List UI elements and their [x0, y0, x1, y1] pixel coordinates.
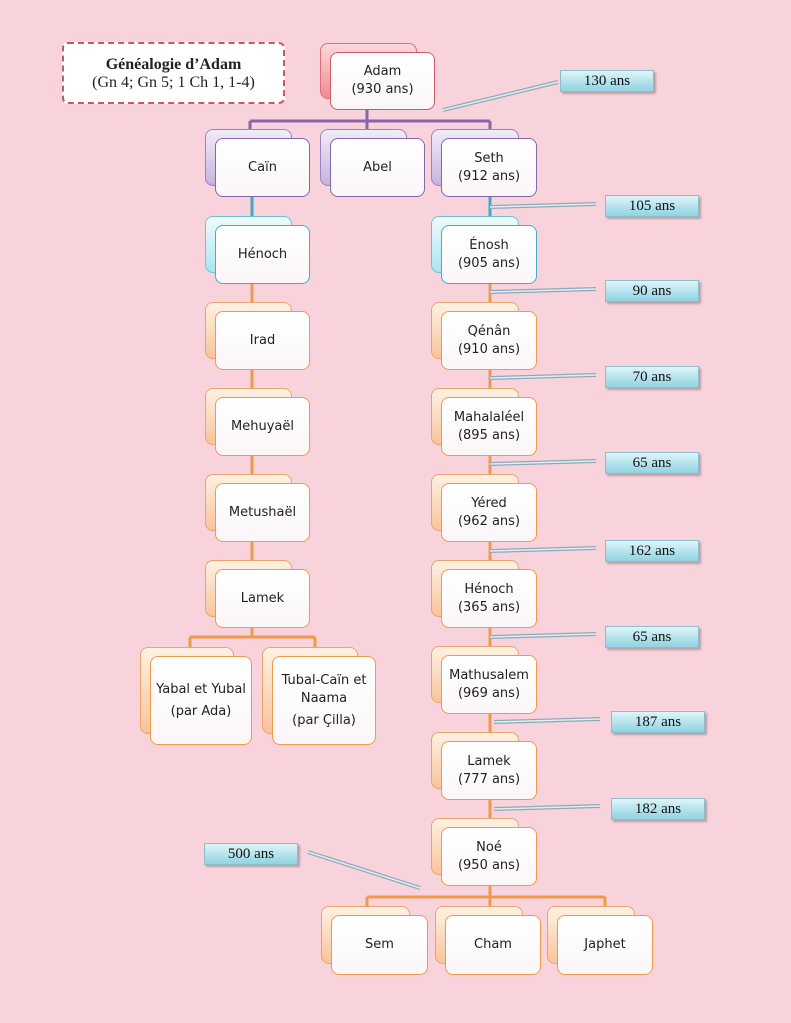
node-card: Lamek (777 ans): [441, 741, 537, 800]
node-card: Hénoch (365 ans): [441, 569, 537, 628]
node-card: Irad: [215, 311, 310, 370]
age-pointer-line: [489, 203, 597, 208]
person-detail: (910 ans): [457, 341, 521, 357]
node-card: Mahalaléel (895 ans): [441, 397, 537, 456]
node-card: Yéred (962 ans): [441, 483, 537, 542]
age-pointer-line: [442, 81, 559, 111]
age-label-a105: 105 ans: [605, 195, 699, 217]
node-card: Énosh (905 ans): [441, 225, 537, 284]
person-name: Mahalaléel: [453, 409, 525, 425]
age-pointer-line: [489, 460, 597, 465]
person-detail: (950 ans): [457, 857, 521, 873]
age-label-a130: 130 ans: [560, 70, 654, 92]
person-name: Noé: [476, 839, 502, 855]
person-name: Qénân: [467, 323, 511, 339]
node-card: Noé (950 ans): [441, 827, 537, 886]
person-detail: (905 ans): [457, 255, 521, 271]
person-name: Lamek: [240, 590, 285, 606]
node-card: Qénân (910 ans): [441, 311, 537, 370]
node-card: Abel: [330, 138, 425, 197]
age-label-a162: 162 ans: [605, 540, 699, 562]
person-name: Mehuyaël: [231, 418, 294, 434]
person-name: Mathusalem: [449, 667, 529, 683]
age-pointer-line: [489, 288, 597, 293]
node-card: Mehuyaël: [215, 397, 310, 456]
age-label-a187: 187 ans: [611, 711, 705, 733]
person-name: Abel: [363, 159, 392, 175]
node-card: Mathusalem (969 ans): [441, 655, 537, 714]
node-card: Hénoch: [215, 225, 310, 284]
person-detail: (962 ans): [457, 513, 521, 529]
person-name: Yéred: [471, 495, 507, 511]
age-pointer-line: [493, 718, 601, 723]
person-name: Hénoch: [464, 581, 514, 597]
person-name: Irad: [249, 332, 276, 348]
node-card: Caïn: [215, 138, 310, 197]
person-name: Énosh: [469, 237, 509, 253]
node-card: Metushaël: [215, 483, 310, 542]
person-name: Lamek: [467, 753, 511, 769]
age-pointer-line: [493, 805, 601, 810]
person-name: Japhet: [584, 937, 626, 952]
title-heading: Généalogie d’Adam: [105, 56, 242, 73]
node-card: Sem: [331, 915, 428, 975]
node-card: Tubal-Caïn et Naama (par Çilla): [272, 656, 376, 745]
age-label-a90: 90 ans: [605, 280, 699, 302]
age-label-a182: 182 ans: [611, 798, 705, 820]
node-card: Cham: [445, 915, 541, 975]
node-card: Seth (912 ans): [441, 138, 537, 197]
age-pointer-line: [307, 851, 421, 889]
age-pointer-line: [489, 547, 597, 552]
age-label-a500: 500 ans: [204, 843, 298, 865]
node-card: Adam (930 ans): [330, 52, 435, 110]
title-references: (Gn 4; Gn 5; 1 Ch 1, 1-4): [92, 74, 255, 91]
age-label-a65a: 65 ans: [605, 452, 699, 474]
person-name: Hénoch: [237, 246, 288, 262]
person-detail: (969 ans): [457, 685, 521, 701]
person-detail: (912 ans): [457, 168, 521, 184]
person-detail: (930 ans): [351, 82, 414, 97]
person-name: Adam: [363, 64, 402, 79]
node-card: Yabal et Yubal (par Ada): [150, 656, 252, 745]
age-pointer-line: [489, 374, 597, 379]
person-detail: (par Çilla): [292, 712, 356, 728]
person-name: Caïn: [248, 159, 277, 175]
person-name: Metushaël: [228, 504, 297, 520]
person-detail: (777 ans): [457, 771, 521, 787]
title-box: Généalogie d’Adam (Gn 4; Gn 5; 1 Ch 1, 1…: [62, 42, 285, 104]
person-name: Cham: [474, 937, 512, 952]
age-pointer-line: [489, 633, 597, 638]
person-detail: (365 ans): [457, 599, 521, 615]
person-name: Tubal-Caïn et Naama: [281, 672, 367, 706]
node-card: Japhet: [557, 915, 653, 975]
person-name: Seth: [474, 150, 504, 166]
age-label-a65b: 65 ans: [605, 626, 699, 648]
person-detail: (par Ada): [170, 703, 232, 719]
node-card: Lamek: [215, 569, 310, 628]
age-label-a70: 70 ans: [605, 366, 699, 388]
person-name: Yabal et Yubal: [156, 681, 246, 697]
person-detail: (895 ans): [457, 427, 521, 443]
person-name: Sem: [365, 937, 394, 952]
